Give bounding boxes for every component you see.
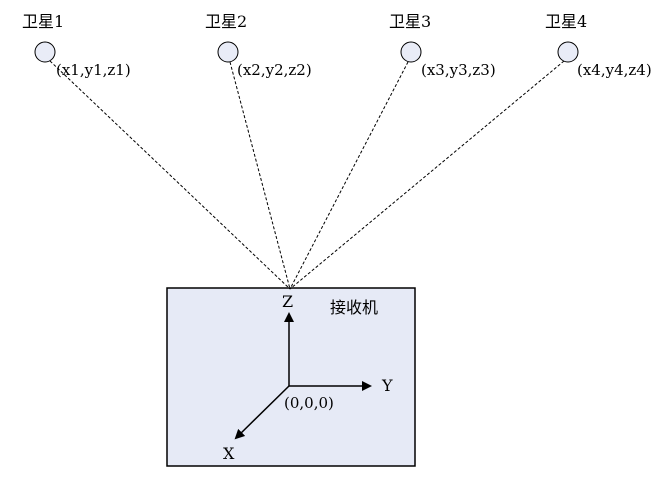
- signal-line-2: [229, 61, 291, 290]
- satellite-1-name: 卫星1: [22, 12, 65, 31]
- satellite-2-name: 卫星2: [205, 12, 248, 31]
- satellite-1-coord: (x1,y1,z1): [56, 61, 131, 79]
- satellite-4-icon: [557, 41, 579, 63]
- satellite-3-name: 卫星3: [389, 12, 432, 31]
- z-axis-label: Z: [282, 292, 294, 311]
- signal-line-4: [289, 60, 565, 290]
- y-axis-label: Y: [382, 376, 393, 395]
- satellite-4-coord: (x4,y4,z4): [577, 61, 652, 79]
- x-axis-arrow: [234, 385, 290, 440]
- satellite-4-name: 卫星4: [545, 12, 588, 31]
- satellite-3-coord: (x3,y3,z3): [421, 61, 496, 79]
- signal-line-1: [49, 60, 291, 290]
- satellite-3-icon: [400, 41, 422, 63]
- x-axis-label: X: [223, 444, 235, 463]
- receiver-label: 接收机: [330, 298, 379, 317]
- satellite-2-coord: (x2,y2,z2): [237, 61, 312, 79]
- satellite-1-icon: [34, 41, 56, 63]
- signal-line-3: [289, 61, 409, 290]
- satellite-2-icon: [217, 41, 239, 63]
- origin-label: (0,0,0): [284, 394, 334, 412]
